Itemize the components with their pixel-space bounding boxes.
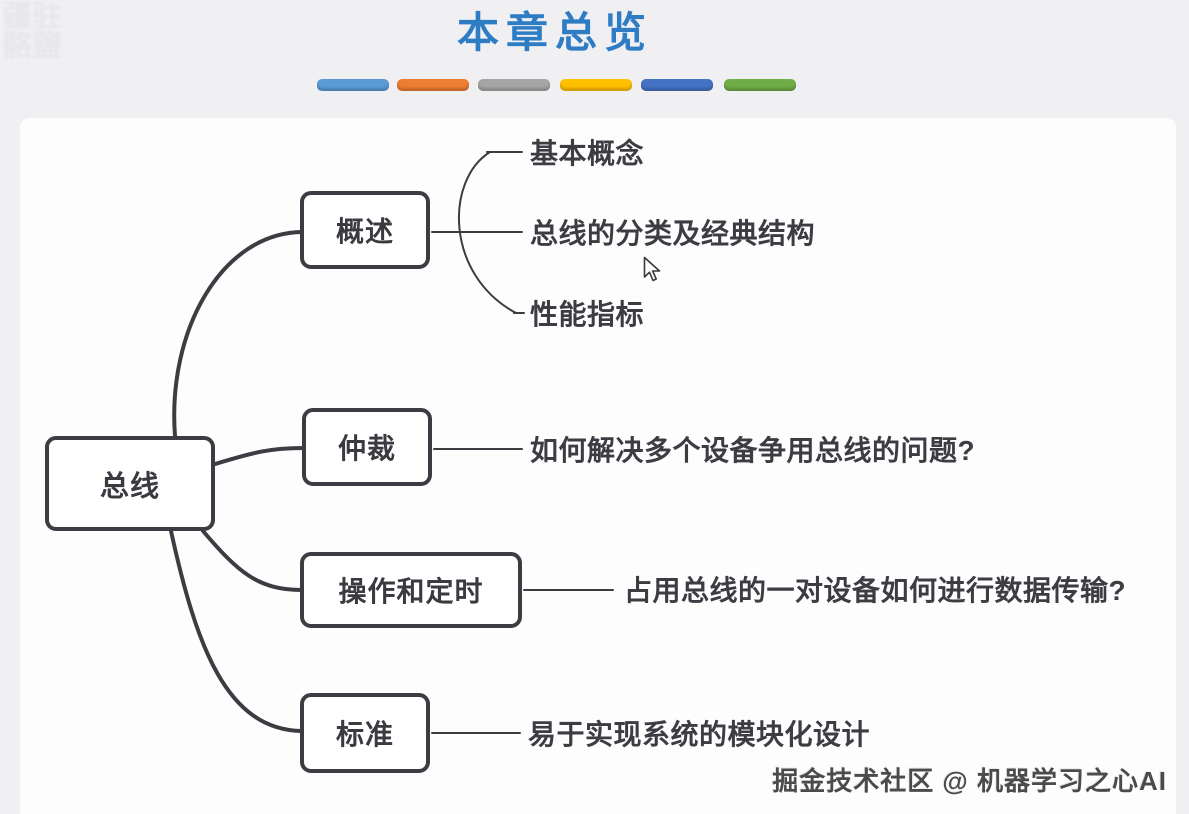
corner-watermark-ghost: 疆驻骼鹽 — [2, 2, 62, 63]
leaf-arbitration-question: 如何解决多个设备争用总线的问题? — [530, 435, 976, 466]
node-timing: 操作和定时 — [300, 552, 522, 628]
node-standard: 标准 — [300, 693, 430, 773]
node-arbitration: 仲裁 — [302, 408, 432, 486]
accent-bar-green — [724, 79, 796, 91]
leaf-performance-metrics: 性能指标 — [530, 299, 645, 330]
mouse-cursor — [643, 256, 661, 282]
node-bus: 总线 — [45, 436, 215, 531]
accent-bar-dark-blue — [641, 79, 713, 91]
page-title: 本章总览 — [456, 11, 653, 57]
accent-bar-gold — [560, 79, 632, 91]
accent-bar-gray — [478, 79, 550, 91]
community-watermark: 掘金技术社区 @ 机器学习之心AI — [772, 766, 1167, 796]
leaf-basic-concepts: 基本概念 — [530, 138, 645, 169]
accent-bar-light-blue — [317, 79, 389, 91]
leaf-timing-question: 占用总线的一对设备如何进行数据传输? — [624, 575, 1127, 606]
leaf-classification: 总线的分类及经典结构 — [530, 218, 816, 249]
leaf-standard-benefit: 易于实现系统的模块化设计 — [528, 719, 871, 750]
node-overview: 概述 — [300, 191, 430, 269]
accent-bar-orange — [397, 79, 469, 91]
